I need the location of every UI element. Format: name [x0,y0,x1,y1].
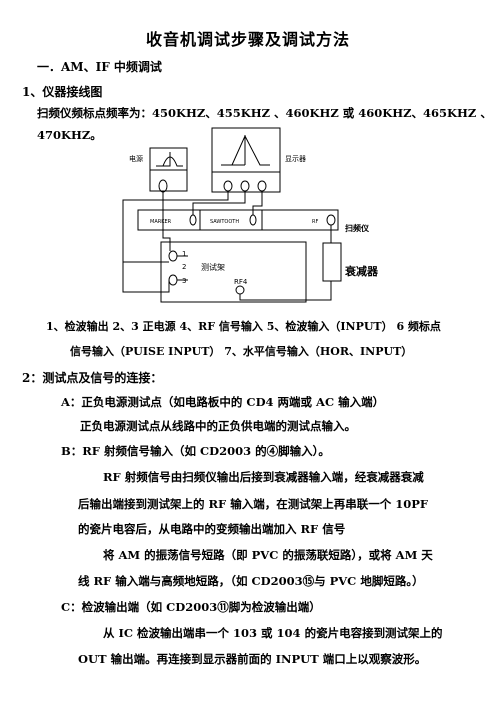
item-b-paragraph-2-line-2: 线 RF 输入端与高频地短路，（如 CD2003⑮与 PVC 地脚短路。） [78,574,424,588]
attenuator-box [322,242,342,282]
item-c-line-1: 从 IC 检波输出端串一个 103 或 104 的瓷片电容接到测试架上的 [103,626,443,640]
power-waveform [156,152,183,167]
pin-3-label: 3 [182,277,186,285]
wiring-diagram: 电源 显示器 MARKER SAWTOOTH RF 扫频仪 衰减器 1 2 3 … [122,127,379,303]
subheading-wiring-diagram: 1、仪器接线图 [22,85,103,99]
pin-1-label: 1 [182,250,186,258]
item-b-paragraph-1-line-1: RF 射频信号由扫频仪输出后接到衰减器输入端，经衰减器衰减 [103,470,424,484]
marker-port-label: MARKER [150,219,172,225]
item-b-paragraph-2-line-1: 将 AM 的振荡信号短路（即 PVC 的振荡联短路），或将 AM 天 [103,548,433,562]
item-a-text: 正负电源测试点从线路中的正负供电端的测试点输入。 [80,419,356,433]
item-b-paragraph-1-line-3: 的瓷片电容后，从电路中的变频输出端加入 RF 信号 [78,522,346,536]
legend-line-1: 1、检波输出 2、3 正电源 4、RF 信号输入 5、检波输入（INPUT） 6… [46,320,441,333]
display-waveform [221,134,270,166]
test-fixture-box [160,241,307,303]
marker-frequency-line-1: 扫频仪频标点频率为：450KHZ、455KHZ 、460KHZ 或 460KHZ… [37,106,492,120]
sawtooth-port-label: SAWTOOTH [210,219,239,225]
sweeper-label: 扫频仪 [345,223,370,233]
page-title: 收音机调试步骤及调试方法 [145,30,350,49]
display-label: 显示器 [285,155,306,163]
subheading-test-points: 2：测试点及信号的连接： [22,371,163,385]
section-heading-am-if: 一．AM、IF 中频调试 [37,60,162,74]
item-c-line-2: OUT 输出端。再连接到显示器前面的 INPUT 端口上以观察波形。 [78,652,427,666]
sweeper-box [137,209,339,231]
power-label: 电源 [129,154,143,163]
rf-port-label: RF [312,219,318,225]
legend-line-2: 信号输入（PUISE INPUT） 7、水平信号输入（HOR、INPUT） [70,345,413,358]
attenuator-label: 衰减器 [344,264,379,278]
item-c-title: C：检波输出端（如 CD2003⑪脚为检波输出端） [61,600,321,614]
rf4-label: RF4 [234,278,248,286]
item-b-paragraph-1-line-2: 后输出端接到测试架上的 RF 输入端，在测试架上再串联一个 10PF [78,497,429,511]
pin-2-label: 2 [182,263,186,271]
fixture-label: 测试架 [201,262,225,272]
display-box [211,127,281,193]
marker-frequency-line-2: 470KHZ。 [37,128,102,142]
item-a-title: A：正负电源测试点（如电路板中的 CD4 两端或 AC 输入端） [61,395,385,409]
item-b-title: B：RF 射频信号输入（如 CD2003 的④脚输入）。 [61,444,330,458]
